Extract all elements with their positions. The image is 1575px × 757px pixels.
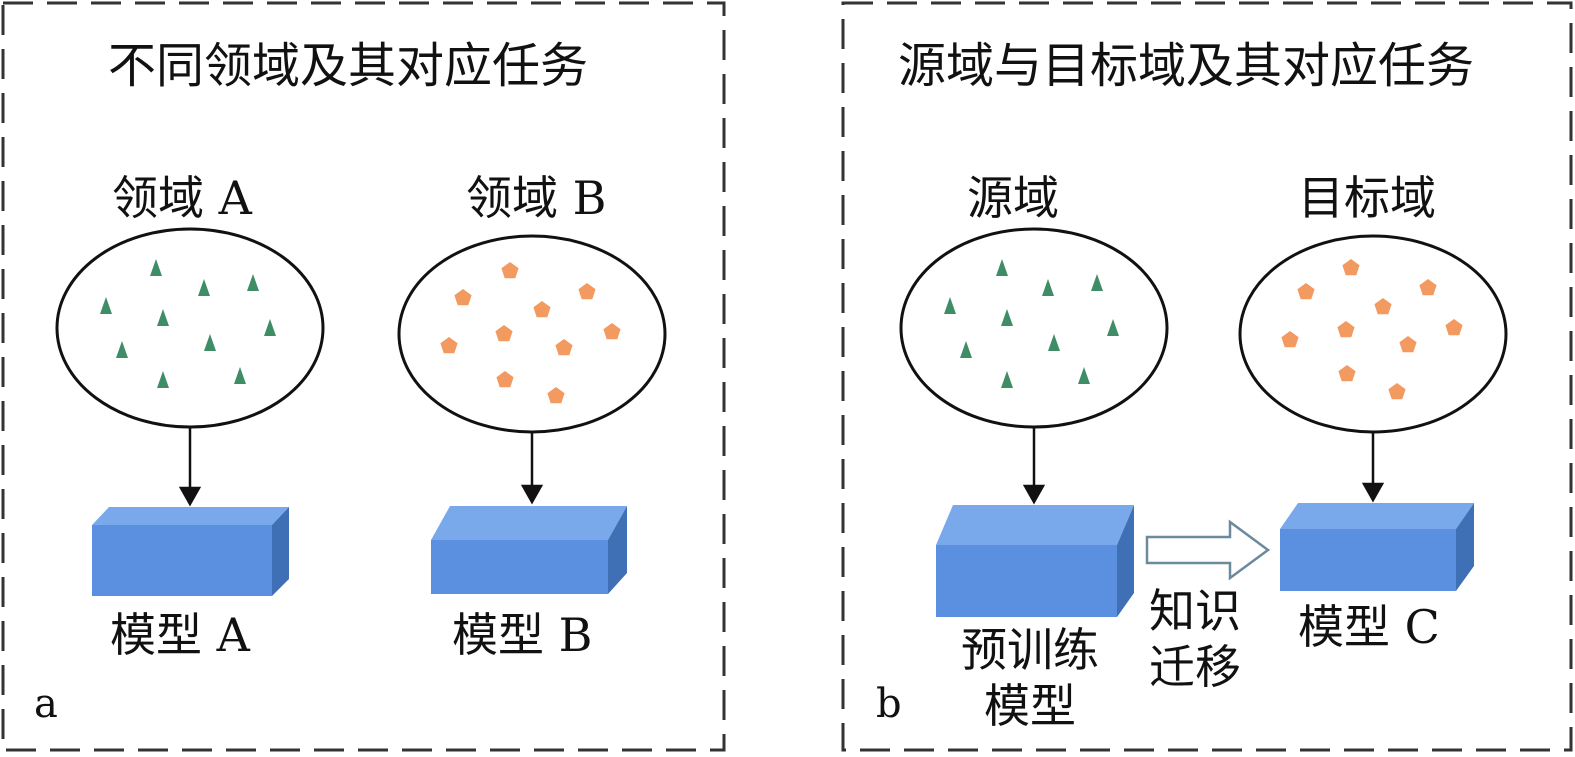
triangle-marker-icon [1001,371,1013,388]
target-domain-label: 目标域 [1298,171,1436,225]
pentagon-marker-icon [1399,336,1417,353]
knowledge-transfer-label-line2: 迁移 [1149,640,1241,694]
pentagon-marker-icon [1419,279,1437,296]
triangle-marker-icon [960,341,972,358]
triangle-marker-icon [150,259,162,276]
panel-a-frame [1,1,726,752]
pretrained-model-box [936,505,1134,617]
pentagon-marker-icon [555,339,573,356]
pentagon-marker-icon [495,325,513,342]
triangle-marker-icon [116,341,128,358]
triangle-marker-icon [157,309,169,326]
arrowhead-icon [1361,482,1385,503]
triangle-marker-icon [198,279,210,296]
pentagon-marker-icon [1281,331,1299,348]
panel-a-letter: a [34,681,58,727]
domain-a-label: 领域 A [112,171,252,225]
pentagon-marker-icon [1337,321,1355,338]
triangle-marker-icon [1091,274,1103,291]
pentagon-marker-icon [1445,319,1463,336]
pentagon-marker-icon [1374,298,1392,315]
pentagon-marker-icon [1297,283,1315,300]
triangle-marker-icon [247,274,259,291]
model-c-box [1280,503,1474,591]
triangle-marker-icon [100,297,112,314]
triangle-marker-icon [264,319,276,336]
pentagon-marker-icon [454,289,472,306]
panel-a-title: 不同领域及其对应任务 [108,38,589,94]
triangle-marker-icon [234,367,246,384]
pretrained-model-label-line1: 预训练 [961,623,1099,677]
triangle-marker-icon [1107,319,1119,336]
domain-b-ellipse [397,234,667,434]
model-a-box [92,507,289,596]
triangle-marker-icon [1048,334,1060,351]
pretrained-model-label: 预训练 模型 [930,622,1130,734]
knowledge-transfer-label-line1: 知识 [1149,584,1241,638]
model-c-label: 模型 C [1298,600,1440,654]
triangle-marker-icon [944,297,956,314]
model-b-label: 模型 B [452,608,593,662]
triangle-marker-icon [157,371,169,388]
pentagon-marker-icon [533,301,551,318]
pentagon-marker-icon [501,262,519,279]
arrowhead-icon [1022,484,1046,505]
pentagon-marker-icon [496,371,514,388]
arrowhead-icon [520,484,544,505]
pentagon-marker-icon [1388,383,1406,400]
domain-a-ellipse [55,227,325,429]
knowledge-transfer-label: 知识 迁移 [1140,583,1250,695]
triangle-marker-icon [1001,309,1013,326]
domain-b-label: 领域 B [466,171,607,225]
triangle-marker-icon [1042,279,1054,296]
knowledge-transfer-arrow-icon [1145,519,1271,581]
pentagon-marker-icon [1342,259,1360,276]
panel-b-letter: b [876,681,902,727]
source-domain-ellipse [899,227,1169,429]
panel-b-title: 源域与目标域及其对应任务 [898,38,1475,94]
pentagon-marker-icon [547,387,565,404]
pentagon-marker-icon [603,323,621,340]
arrowhead-icon [178,486,202,507]
triangle-marker-icon [1078,367,1090,384]
pretrained-model-label-line2: 模型 [984,679,1076,733]
pentagon-marker-icon [440,337,458,354]
panel-b-frame [841,1,1573,752]
source-domain-label: 源域 [967,171,1059,225]
target-domain-ellipse [1238,234,1508,434]
model-b-box [431,506,627,594]
model-a-label: 模型 A [110,608,250,662]
pentagon-marker-icon [1338,365,1356,382]
triangle-marker-icon [996,259,1008,276]
triangle-marker-icon [204,334,216,351]
pentagon-marker-icon [578,283,596,300]
